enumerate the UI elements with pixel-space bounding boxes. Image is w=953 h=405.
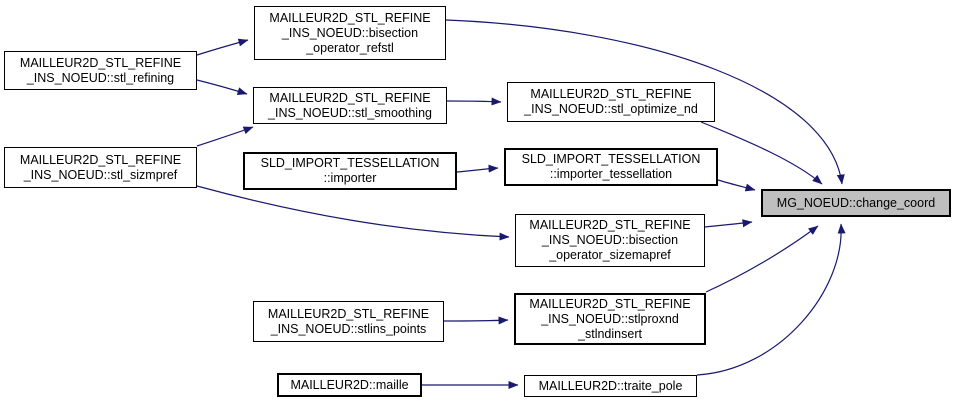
node-label-line: MAILLEUR2D_STL_REFINE bbox=[530, 87, 692, 101]
node-label-line: SLD_IMPORT_TESSELLATION bbox=[260, 156, 440, 170]
node-label-line: _INS_NOEUD::stlproxnd bbox=[541, 311, 679, 326]
node-label-line: MAILLEUR2D_STL_REFINE bbox=[269, 90, 431, 105]
node-maille[interactable]: MAILLEUR2D::maille bbox=[277, 373, 422, 397]
node-stl_refining[interactable]: MAILLEUR2D_STL_REFINE_INS_NOEUD::stl_ref… bbox=[4, 51, 197, 90]
node-label-line: MAILLEUR2D_STL_REFINE bbox=[19, 152, 182, 167]
node-importer[interactable]: SLD_IMPORT_TESSELLATION::importer bbox=[243, 152, 457, 190]
node-stlproxnd_stlndinsert[interactable]: MAILLEUR2D_STL_REFINE_INS_NOEUD::stlprox… bbox=[514, 293, 706, 345]
node-label-line: MAILLEUR2D_STL_REFINE bbox=[267, 306, 430, 321]
node-label-line: _INS_NOEUD::stl_sizmpref bbox=[23, 167, 178, 182]
node-label-line: _INS_NOEUD::stl_smoothing bbox=[268, 105, 432, 120]
edge-stl_optimize_nd-to-change_coord bbox=[700, 121, 823, 185]
edge-importer_tessellation-to-change_coord bbox=[717, 179, 756, 192]
node-label-line: ::importer_tessellation bbox=[549, 167, 673, 181]
edge-stlins_points-to-stlproxnd_stlndinsert bbox=[443, 316, 509, 325]
edge-traite_pole-to-change_coord bbox=[696, 223, 846, 376]
node-bisection_operator_sizemapref[interactable]: MAILLEUR2D_STL_REFINE_INS_NOEUD::bisecti… bbox=[515, 214, 705, 267]
node-change_coord: MG_NOEUD::change_coord bbox=[761, 189, 951, 217]
node-label-line: _operator_sizemapref bbox=[549, 248, 671, 262]
node-stl_sizmpref[interactable]: MAILLEUR2D_STL_REFINE_INS_NOEUD::stl_siz… bbox=[4, 147, 197, 188]
node-traite_pole[interactable]: MAILLEUR2D::traite_pole bbox=[524, 375, 697, 397]
node-label-line: _INS_NOEUD::stl_optimize_nd bbox=[524, 102, 698, 116]
node-label-line: MAILLEUR2D::traite_pole bbox=[538, 378, 683, 393]
node-label-line: SLD_IMPORT_TESSELLATION bbox=[521, 152, 701, 166]
node-label-line: MAILLEUR2D_STL_REFINE bbox=[529, 296, 691, 311]
edge-bisection_operator_sizemapref-to-change_coord bbox=[704, 219, 753, 228]
edge-stl_smoothing-to-stl_optimize_nd bbox=[446, 97, 502, 106]
node-label-line: _operator_refstl bbox=[306, 40, 394, 55]
node-label-line: _INS_NOEUD::bisection bbox=[541, 233, 679, 247]
edge-bisection_operator_refstl-to-change_coord bbox=[445, 19, 845, 185]
node-stl_optimize_nd[interactable]: MAILLEUR2D_STL_REFINE_INS_NOEUD::stl_opt… bbox=[507, 82, 715, 122]
node-label-line: MAILLEUR2D_STL_REFINE bbox=[529, 218, 691, 232]
node-label-line: MAILLEUR2D_STL_REFINE bbox=[19, 55, 182, 70]
node-importer_tessellation[interactable]: SLD_IMPORT_TESSELLATION::importer_tessel… bbox=[504, 148, 718, 186]
edge-stlproxnd_stlndinsert-to-change_coord bbox=[705, 225, 819, 293]
node-label-line: MG_NOEUD::change_coord bbox=[776, 195, 936, 210]
edge-stl_refining-to-stl_smoothing bbox=[196, 79, 248, 95]
node-label-line: MAILLEUR2D_STL_REFINE bbox=[269, 10, 431, 25]
edge-stl_sizmpref-to-bisection_operator_sizemapref bbox=[196, 185, 510, 241]
node-label-line: MAILLEUR2D::maille bbox=[290, 377, 409, 392]
node-stl_smoothing[interactable]: MAILLEUR2D_STL_REFINE_INS_NOEUD::stl_smo… bbox=[253, 87, 447, 124]
node-label-line: _INS_NOEUD::bisection bbox=[281, 25, 419, 40]
node-label-line: _stlndinsert bbox=[578, 326, 642, 341]
edge-importer-to-importer_tessellation bbox=[456, 164, 499, 173]
edge-stl_refining-to-bisection_operator_refstl bbox=[196, 38, 249, 56]
node-label-line: ::importer bbox=[323, 171, 377, 185]
edge-stl_sizmpref-to-stl_smoothing bbox=[196, 126, 254, 147]
edges-group bbox=[196, 19, 846, 389]
node-label-line: _INS_NOEUD::stl_refining bbox=[26, 70, 175, 85]
node-bisection_operator_refstl[interactable]: MAILLEUR2D_STL_REFINE_INS_NOEUD::bisecti… bbox=[254, 6, 446, 60]
node-label-line: _INS_NOEUD::stlins_points bbox=[270, 321, 427, 336]
node-stlins_points[interactable]: MAILLEUR2D_STL_REFINE_INS_NOEUD::stlins_… bbox=[253, 301, 444, 342]
